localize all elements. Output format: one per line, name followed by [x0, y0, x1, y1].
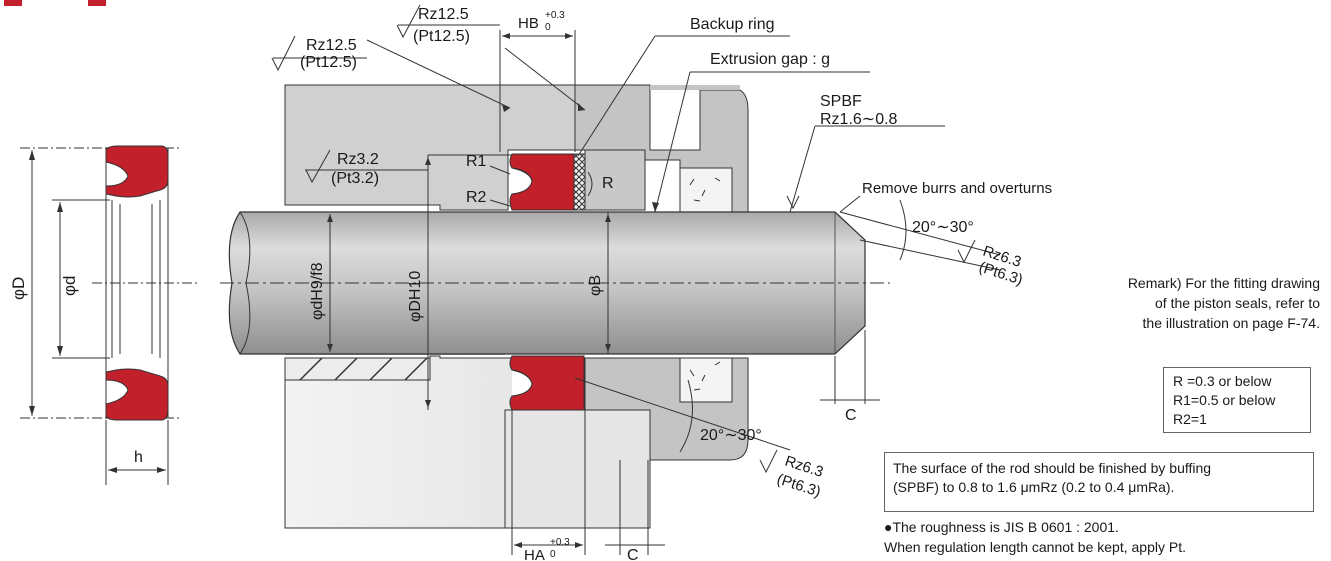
phi-d-label: φd	[60, 276, 79, 296]
surface-note-line-1: The surface of the rod should be finishe…	[893, 460, 1212, 476]
roughness-line-2: When regulation length cannot be kept, a…	[884, 539, 1186, 555]
r-value-line-3: R2=1	[1173, 411, 1207, 427]
roughness-line-1: ●The roughness is JIS B 0601 : 2001.	[884, 519, 1119, 535]
u-seal-bottom	[509, 355, 585, 411]
rz-mid: Rz3.2	[337, 151, 379, 168]
r-value-line-1: R =0.3 or below	[1173, 373, 1272, 389]
pt-mid: (Pt3.2)	[331, 170, 379, 187]
backup-ring	[573, 153, 586, 211]
ha-label: HA	[524, 547, 545, 561]
hb-tol-lower: 0	[545, 22, 551, 33]
h-label: h	[134, 449, 143, 466]
phi-b-label: φB	[587, 275, 604, 296]
hb-tol-upper: +0.3	[545, 10, 565, 21]
backup-ring-label: Backup ring	[690, 16, 775, 33]
rz-top-b: Rz12.5	[418, 6, 469, 23]
c-label-right: C	[845, 407, 857, 424]
remark-line-1: Remark) For the fitting drawing	[1127, 275, 1320, 291]
housing	[284, 84, 749, 529]
pt-top-a: (Pt12.5)	[300, 54, 357, 71]
extrusion-gap-label: Extrusion gap : g	[710, 51, 830, 68]
rod	[220, 211, 890, 355]
r2-label: R2	[466, 189, 487, 206]
ha-tol-upper: +0.3	[550, 537, 570, 548]
phi-d-h10-label: φDH10	[407, 271, 424, 322]
roughness-note: ●The roughness is JIS B 0601 : 2001. Whe…	[884, 517, 1186, 557]
ha-tol-lower: 0	[550, 549, 556, 560]
corner-marks	[4, 0, 106, 6]
remove-burrs-label: Remove burrs and overturns	[862, 180, 1052, 197]
rz-top-a: Rz12.5	[306, 37, 357, 54]
r-value-line-2: R1=0.5 or below	[1173, 392, 1276, 408]
arrows	[327, 33, 659, 548]
roughness-symbols	[271, 4, 976, 474]
rz-spbf-label: Rz1.6∼0.8	[820, 111, 898, 128]
seal-cross-section	[20, 145, 200, 485]
phi-D-label: φD	[9, 277, 28, 300]
spbf-label: SPBF	[820, 93, 862, 110]
u-seal-top	[509, 153, 575, 211]
r-values-box: R =0.3 or below R1=0.5 or below R2=1	[1163, 367, 1311, 433]
remark-line-2: of the piston seals, refer to	[1155, 295, 1320, 311]
surface-note-line-2: (SPBF) to 0.8 to 1.6 μmRz (0.2 to 0.4 μm…	[893, 479, 1175, 495]
r-label: R	[602, 175, 614, 192]
angle-label-bottom: 20°∼30°	[700, 427, 762, 444]
remark-line-3: the illustration on page F-74.	[1142, 315, 1320, 331]
phi-d-h9f8-label: φdH9/f8	[309, 262, 326, 320]
c-label-bottom: C	[627, 547, 639, 561]
remark-note: Remark) For the fitting drawing of the p…	[1040, 273, 1320, 333]
r1-label: R1	[466, 153, 487, 170]
surface-finish-note: The surface of the rod should be finishe…	[884, 452, 1314, 512]
hb-label: HB	[518, 15, 539, 32]
pt-top-b: (Pt12.5)	[413, 28, 470, 45]
dimension-lines	[273, 24, 1001, 555]
angle-label-right: 20°∼30°	[912, 219, 974, 236]
